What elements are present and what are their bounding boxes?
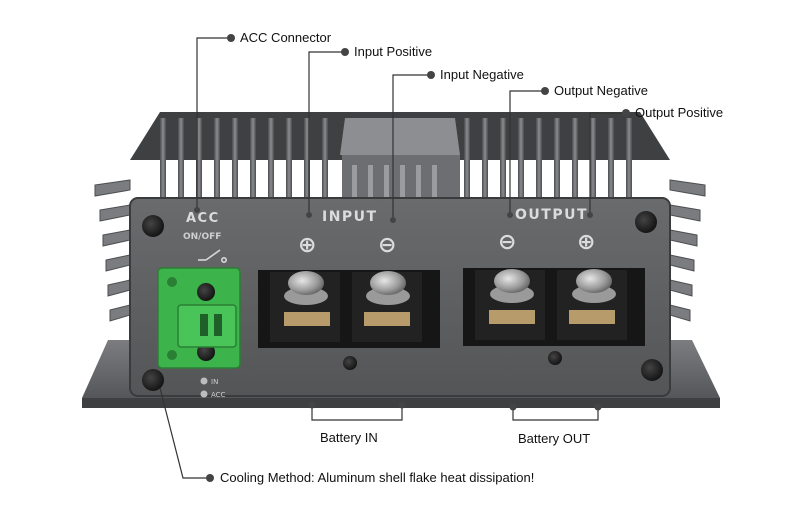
top-heatsink-fins	[130, 112, 670, 210]
input-negative-callout: Input Negative	[440, 67, 524, 82]
battery-out-callout: Battery OUT	[518, 431, 591, 446]
right-side-fins	[669, 179, 706, 322]
led-label-in: IN	[211, 378, 218, 386]
cooling-method-callout: Cooling Method: Aluminum shell flake hea…	[220, 470, 535, 485]
onoff-label: ON/OFF	[183, 232, 221, 242]
input-plus-icon: ⊕	[298, 233, 318, 258]
acc-label: ACC	[186, 211, 220, 226]
output-negative-callout: Output Negative	[554, 83, 648, 98]
output-plus-icon: ⊕	[577, 230, 597, 255]
output-minus-icon: ⊖	[498, 230, 518, 255]
output-terminal-block	[463, 268, 645, 346]
callout-lines	[159, 37, 625, 479]
left-side-fins	[94, 179, 131, 322]
input-minus-icon: ⊖	[378, 233, 398, 258]
acc-terminal-connector	[157, 267, 241, 369]
callout-dots	[194, 34, 630, 482]
output-positive-callout: Output Positive	[635, 105, 724, 120]
corner-screws	[142, 211, 663, 391]
led-label-acc: ACC	[211, 391, 226, 399]
output-label: OUTPUT	[515, 207, 588, 223]
input-terminal-block	[258, 270, 440, 348]
switch-icon	[198, 249, 228, 263]
battery-in-callout: Battery IN	[320, 430, 378, 445]
input-positive-callout: Input Positive	[354, 44, 433, 59]
input-label: INPUT	[322, 209, 378, 225]
acc-connector-callout: ACC Connector	[240, 30, 332, 45]
led-indicators	[200, 377, 208, 398]
